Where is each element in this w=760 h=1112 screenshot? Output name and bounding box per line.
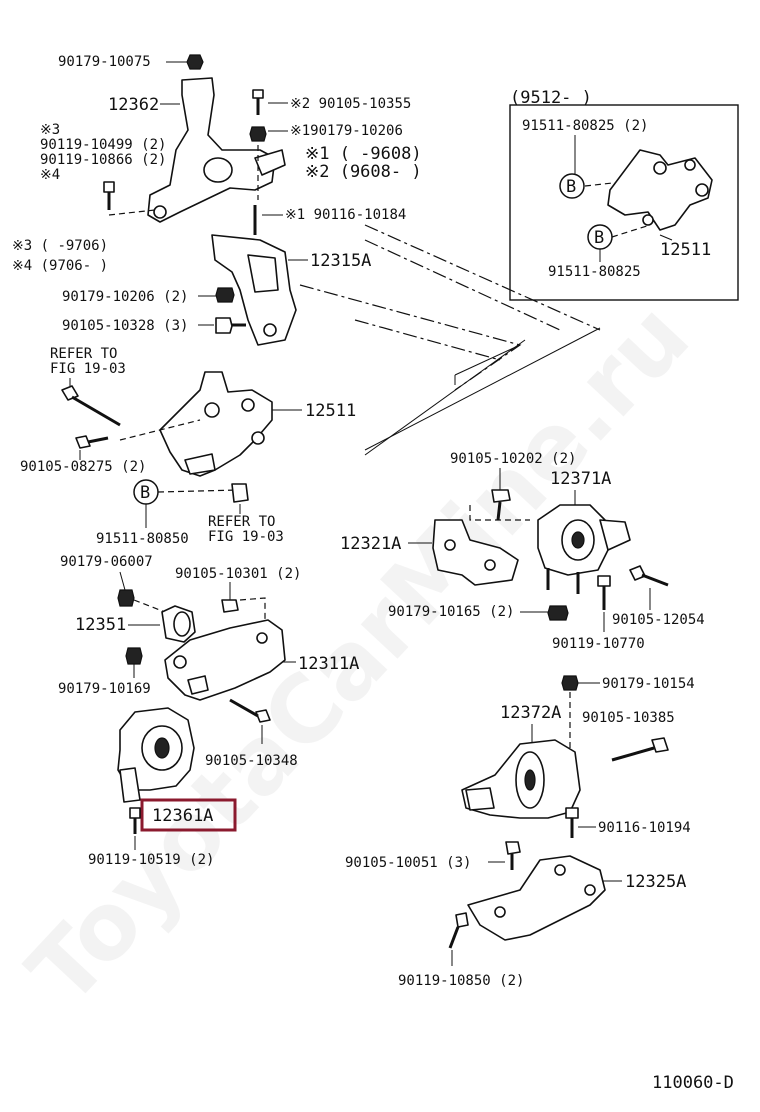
bracket-12511 — [159, 371, 273, 477]
bracket-12321A — [432, 519, 519, 586]
label-90105-10051: 90105-10051 (3) — [345, 855, 471, 871]
label-12371A: 12371A — [550, 469, 611, 489]
refer1-line1: REFER TO — [50, 346, 117, 362]
note-4-range: ※4 (9706- ) — [12, 258, 108, 274]
mount-12361A-group: 12361A 90119-10519 (2) — [88, 707, 237, 868]
inset-range-label: (9512- ) — [510, 88, 592, 108]
svg-text:B: B — [594, 228, 604, 248]
refer2-line2: FIG 19-03 — [208, 529, 284, 545]
label-12321A: 12321A — [340, 534, 401, 554]
nut-refer-fig19 — [231, 483, 249, 503]
bolt-90116-10194 — [565, 807, 579, 819]
label-90105-10301: 90105-10301 (2) — [175, 566, 301, 582]
note-1-range: ※1 ( -9608) — [305, 144, 422, 164]
bolt-90105-08275 — [75, 435, 91, 449]
nut-90179-10206-top — [249, 126, 267, 142]
label-2-90105-10355: ※2 90105-10355 — [290, 96, 411, 112]
label-12372A: 12372A — [500, 703, 561, 723]
bolt-90105-12054 — [629, 565, 646, 581]
label-12315A: 12315A — [310, 251, 371, 271]
label-90105-10202: 90105-10202 (2) — [450, 451, 576, 467]
label-1-90179-10206: ※190179-10206 — [290, 123, 403, 139]
bolt-90119-10499 — [103, 181, 115, 193]
nut-90179-06007 — [117, 589, 135, 607]
bracket-12362 — [147, 77, 276, 223]
bolt-90119-10519 — [129, 807, 141, 819]
inset-box: (9512- ) 91511-80825 (2) 12511 91511-808… — [509, 88, 739, 301]
label-91511-80825-a: 91511-80825 (2) — [522, 118, 648, 134]
label-1-90116-10184: ※1 90116-10184 — [285, 207, 406, 223]
label-12362: 12362 — [108, 95, 159, 115]
refer2-line1: REFER TO — [208, 514, 275, 530]
note-2-range: ※2 (9608- ) — [305, 162, 422, 182]
bolt-90105-10051 — [505, 841, 521, 855]
bracket-12325A — [467, 855, 606, 941]
nut-90179-10206 — [215, 287, 235, 303]
nut-90179-10165 — [547, 605, 569, 621]
label-90105-08275: 90105-08275 (2) — [20, 459, 146, 475]
bracket-12325A-group: 90105-10051 (3) 12325A 90119-10850 (2) — [345, 841, 686, 989]
label-90105-10385: 90105-10385 — [582, 710, 675, 726]
label-12311A: 12311A — [298, 654, 359, 674]
mount-12372A-group: 90179-10154 12372A 90105-10385 90116-101… — [461, 675, 695, 838]
bolt-90105-10202 — [491, 489, 511, 503]
bolt-90105-10328 — [215, 317, 233, 334]
note-4: ※4 — [40, 167, 60, 183]
bracket-12511-inset — [607, 149, 713, 231]
label-12351: 12351 — [75, 615, 126, 635]
label-90179-10206-2: 90179-10206 (2) — [62, 289, 188, 305]
bolt-90119-10850 — [455, 912, 469, 928]
label-90179-10075: 90179-10075 — [58, 54, 151, 70]
label-90179-10165: 90179-10165 (2) — [388, 604, 514, 620]
bracket-12511-group: REFER TO FIG 19-03 12511 90105-08275 (2)… — [20, 346, 356, 547]
label-12511: 12511 — [305, 401, 356, 421]
label-91511-80850: 91511-80850 — [96, 531, 189, 547]
label-90105-10328: 90105-10328 (3) — [62, 318, 188, 334]
bolt-90105-10385 — [651, 737, 669, 753]
reference-frame-lines — [299, 224, 601, 456]
label-12361A: 12361A — [152, 806, 213, 826]
note-3-range: ※3 ( -9706) — [12, 238, 108, 254]
label-90179-10154: 90179-10154 — [602, 676, 695, 692]
bolt-90105-10348 — [255, 709, 271, 723]
nut-90179-10075 — [186, 54, 204, 70]
label-90105-12054: 90105-12054 — [612, 612, 705, 628]
bracket-12315A-group: ※1 90116-10184 ※3 ( -9706) ※4 (9706- ) 1… — [12, 205, 406, 346]
label-90179-10169: 90179-10169 — [58, 681, 151, 697]
refer1-line2: FIG 19-03 — [50, 361, 126, 377]
label-90116-10194: 90116-10194 — [598, 820, 691, 836]
callout-b-inset-top — [559, 173, 585, 199]
note-3: ※3 — [40, 122, 60, 138]
note-90119-10499: 90119-10499 (2) — [40, 137, 166, 153]
svg-text:B: B — [140, 483, 150, 503]
label-90119-10850: 90119-10850 (2) — [398, 973, 524, 989]
mount-12311A-group: 90179-06007 12351 90105-10301 (2) 12311A… — [58, 554, 359, 769]
label-12325A: 12325A — [625, 872, 686, 892]
diagram-code: 110060-D — [652, 1073, 734, 1093]
label-91511-80825-b: 91511-80825 — [548, 264, 641, 280]
bolt-90105-10301 — [221, 599, 239, 613]
label-90105-10348: 90105-10348 — [205, 753, 298, 769]
mount-12371A-group: 90105-10202 (2) 12371A 12321A 90179-1016… — [340, 451, 705, 652]
nut-90179-10154 — [561, 675, 579, 691]
nut-90179-10169 — [125, 647, 143, 665]
highlight-12361A — [140, 798, 237, 832]
label-12511-inset: 12511 — [660, 240, 711, 260]
bolt-90105-10355 — [252, 89, 264, 99]
bracket-12362-group: 90179-10075 12362 ※3 90119-10499 (2) 901… — [40, 54, 422, 223]
svg-text:B: B — [566, 177, 576, 197]
bolt-90119-10770 — [597, 575, 611, 587]
note-90119-10866: 90119-10866 (2) — [40, 152, 166, 168]
label-90119-10770: 90119-10770 — [552, 636, 645, 652]
label-90179-06007: 90179-06007 — [60, 554, 153, 570]
label-90119-10519: 90119-10519 (2) — [88, 852, 214, 868]
